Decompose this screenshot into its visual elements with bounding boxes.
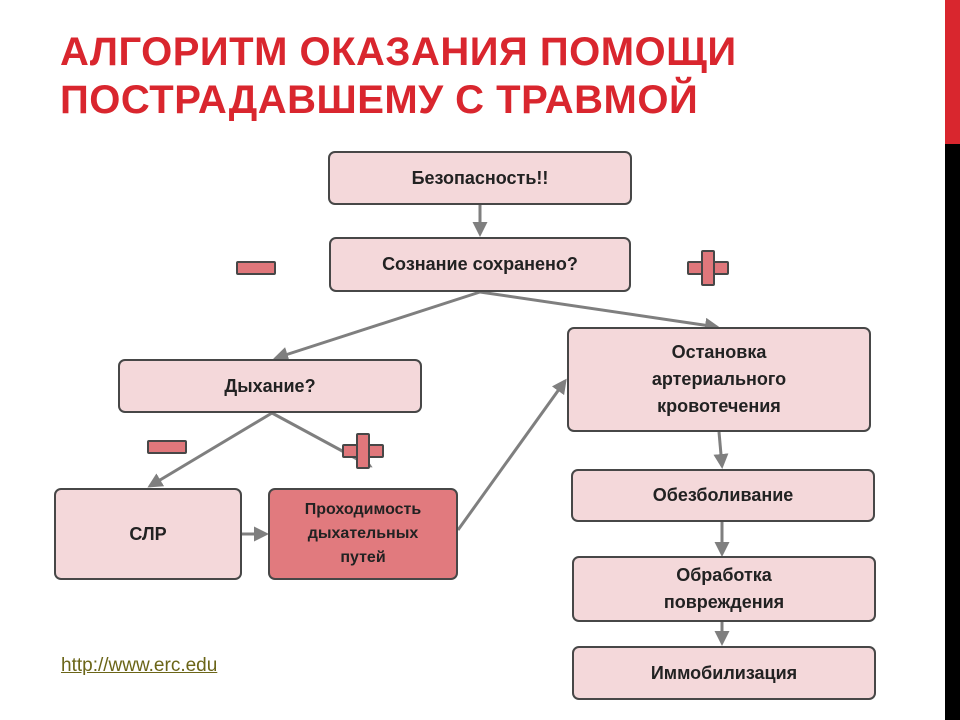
title-line-2: ПОСТРАДАВШЕМУ С ТРАВМОЙ bbox=[60, 78, 699, 122]
arrow-breathing-to-cpr bbox=[147, 411, 273, 488]
erc-website-link[interactable]: http://www.erc.edu bbox=[61, 655, 218, 676]
title-line-1: АЛГОРИТМ ОКАЗАНИЯ ПОМОЩИ bbox=[60, 30, 737, 74]
minus-icon bbox=[236, 261, 276, 275]
minus-icon bbox=[147, 440, 187, 454]
decorative-side-bar bbox=[945, 0, 960, 720]
arrow-consciousness-to-bleeding bbox=[479, 290, 720, 333]
box-airway: Проходимость дыхательных путей bbox=[268, 488, 458, 580]
box-consciousness: Сознание сохранено? bbox=[329, 237, 631, 292]
slide-title: АЛГОРИТМ ОКАЗАНИЯ ПОМОЩИ ПОСТРАДАВШЕМУ С… bbox=[60, 28, 900, 124]
box-bleeding-control: Остановка артериального кровотечения bbox=[567, 327, 871, 432]
decorative-side-bar-accent bbox=[945, 0, 960, 144]
box-wound-care: Обработка повреждения bbox=[572, 556, 876, 622]
box-cpr: СЛР bbox=[54, 488, 242, 580]
arrow-airway-to-bleeding bbox=[456, 378, 567, 531]
box-breathing: Дыхание? bbox=[118, 359, 422, 413]
arrow-bleeding-to-analgesia bbox=[713, 431, 729, 469]
arrow-consciousness-to-breathing bbox=[273, 290, 481, 362]
box-immobilization: Иммобилизация bbox=[572, 646, 876, 700]
decorative-side-bar-gap bbox=[942, 0, 945, 144]
plus-icon bbox=[342, 433, 384, 469]
box-safety: Безопасность!! bbox=[328, 151, 632, 205]
plus-icon bbox=[687, 250, 729, 286]
box-analgesia: Обезболивание bbox=[571, 469, 875, 522]
